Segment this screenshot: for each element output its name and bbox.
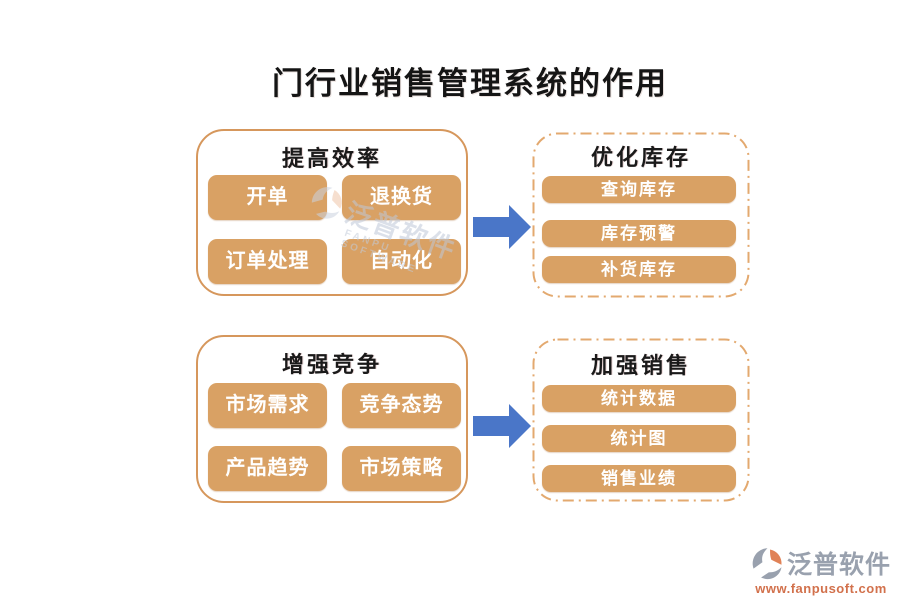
item-pill: 产品趋势 [208, 446, 327, 491]
group-title-efficiency: 提高效率 [281, 146, 382, 171]
item-pill: 退换货 [342, 175, 461, 220]
item-pill: 库存预警 [542, 220, 736, 247]
item-pill: 市场需求 [208, 383, 327, 428]
item-pill: 查询库存 [542, 176, 736, 203]
item-pill: 竞争态势 [342, 383, 461, 428]
item-pill: 统计数据 [542, 385, 736, 412]
item-pill: 开单 [208, 175, 327, 220]
flow-arrow-icon [473, 404, 531, 448]
site-url: www.fanpusoft.com [755, 581, 887, 596]
item-pill: 订单处理 [208, 239, 327, 284]
group-box-inventory: 优化库存 查询库存 库存预警 补货库存 [532, 132, 750, 298]
item-pill: 自动化 [342, 239, 461, 284]
fanpu-logo-icon [752, 547, 782, 579]
item-pill: 补货库存 [542, 256, 736, 283]
brand-name: 泛普软件 [786, 551, 891, 579]
group-box-efficiency: 提高效率 开单 退换货 订单处理 自动化 [196, 129, 468, 296]
group-title-competition: 增强竞争 [281, 352, 382, 377]
flow-arrow-icon [473, 205, 531, 249]
item-pill: 市场策略 [342, 446, 461, 491]
group-title-inventory: 优化库存 [590, 145, 691, 170]
fanpu-logo: 泛普软件 www.fanpusoft.com [746, 545, 896, 596]
group-box-sales: 加强销售 统计数据 统计图 销售业绩 [532, 338, 750, 502]
group-title-sales: 加强销售 [590, 353, 691, 378]
item-pill: 销售业绩 [542, 465, 736, 492]
page-title: 门行业销售管理系统的作用 [272, 66, 668, 101]
item-pill: 统计图 [542, 425, 736, 452]
group-box-competition: 增强竞争 市场需求 竞争态势 产品趋势 市场策略 [196, 335, 468, 503]
